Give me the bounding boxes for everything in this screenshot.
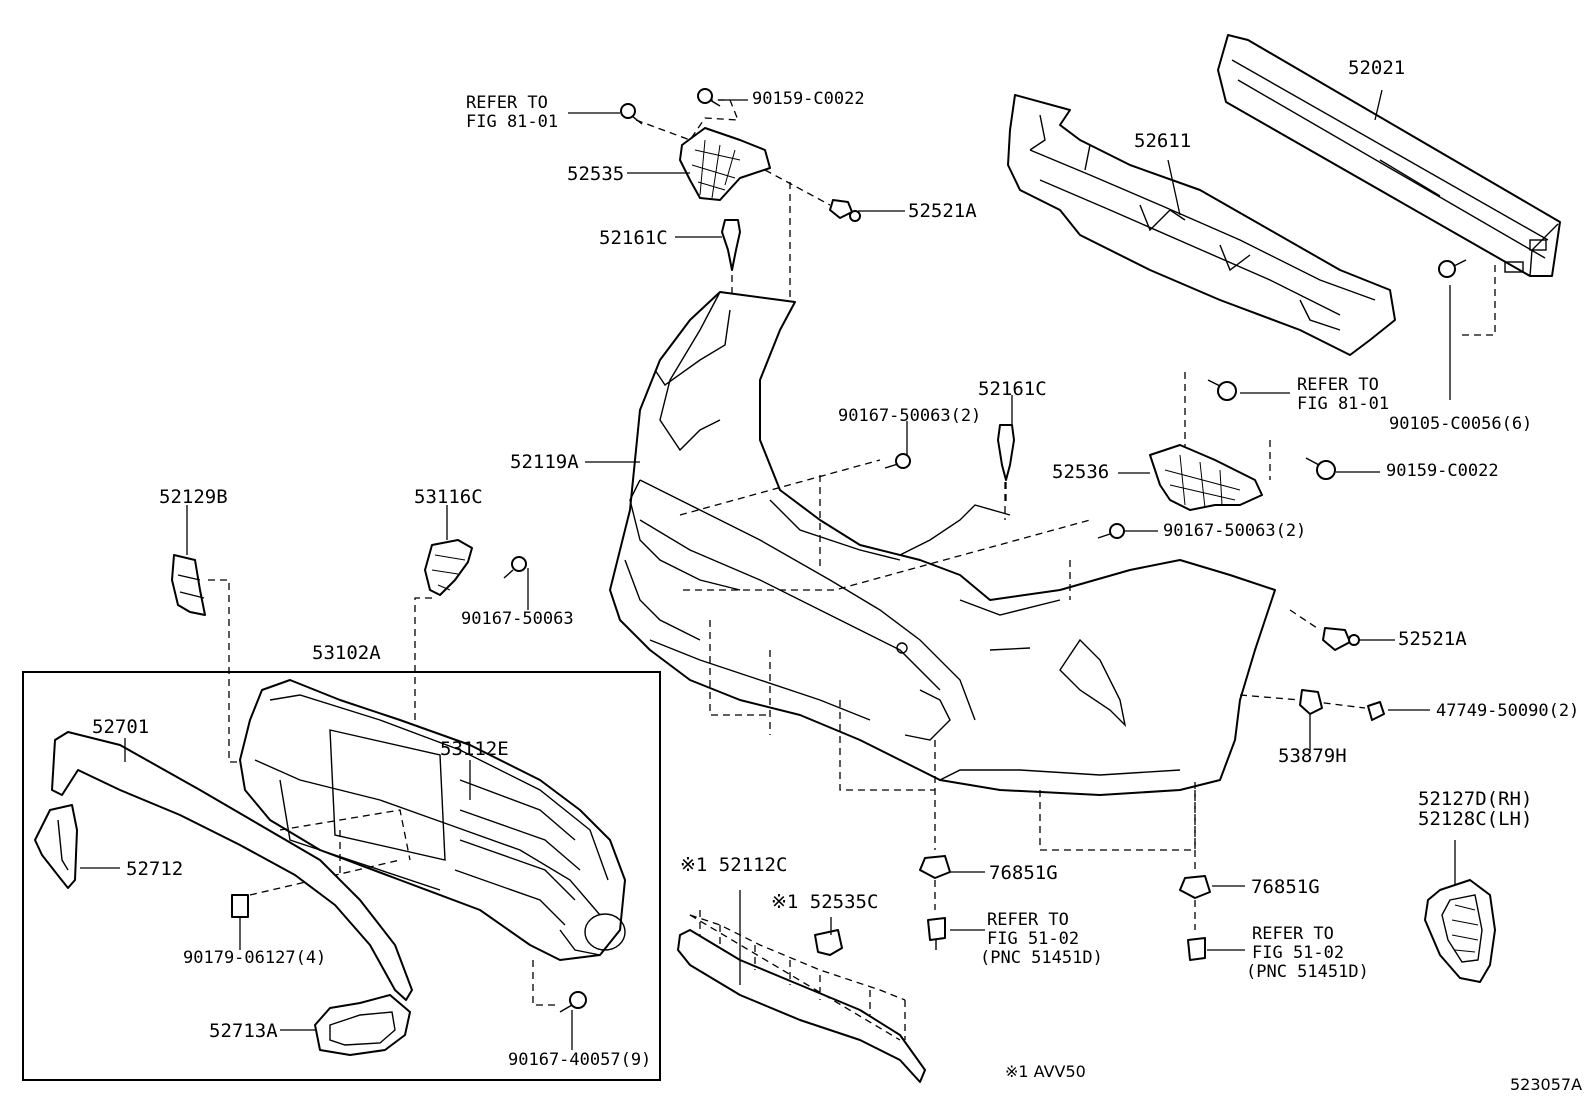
label-refer-mid-2: FIG 81-01 [1297,394,1389,414]
bracket-52536 [1149,444,1263,511]
label-52119A: 52119A [510,451,579,473]
bolt-icon [697,88,721,107]
label-52535: 52535 [567,163,624,185]
label-52112C: ※1 52112C [680,854,787,876]
grille-assembly-box [22,671,661,1081]
label-52127D: 52127D(RH) [1418,788,1532,810]
label-52713A: 52713A [209,1020,278,1042]
garnish-52713A [314,994,411,1056]
clip-icon [997,424,1015,481]
screw-icon [927,917,946,950]
label-53102A: 53102A [312,642,381,664]
label-76851G-right: 76851G [1251,876,1320,898]
energy-absorber-52611 [1007,94,1396,356]
label-53116C: 53116C [414,486,483,508]
label-90167-50063-2-top: 90167-50063(2) [838,406,981,426]
label-52701: 52701 [92,716,149,738]
label-52128C: 52128C(LH) [1418,808,1532,830]
label-refer-l-2: FIG 51-02 [987,929,1079,949]
clip-icon [721,219,741,271]
label-76851G-left: 76851G [989,862,1058,884]
label-refer-r-3: (PNC 51451D) [1246,962,1369,982]
garnish-52712 [34,804,78,889]
label-52021: 52021 [1348,57,1405,79]
nut-icon [231,894,249,918]
bolt-icon [1097,523,1125,539]
fog-lamp-cover-52127D [1424,879,1496,983]
label-90167-50063: 90167-50063 [461,609,574,629]
bracket-52129B [171,554,206,616]
label-refer-l-1: REFER TO [987,910,1069,930]
label-refer-l-3: (PNC 51451D) [980,948,1103,968]
bolt-icon [1305,457,1336,480]
lower-moulding-52112C [677,929,926,1083]
label-90167-50063-2-right: 90167-50063(2) [1163,521,1306,541]
bolt-icon [884,453,911,469]
label-52536: 52536 [1052,461,1109,483]
label-52535C: ※1 52535C [771,891,878,913]
label-90159-top: 90159-C0022 [752,89,865,109]
label-53112E: 53112E [440,738,509,760]
label-refer-top-2: FIG 81-01 [466,112,558,132]
bumper-reinforcement-52021 [1217,34,1561,277]
retainer-icon [1299,689,1323,715]
label-refer-top-1: REFER TO [466,93,548,113]
screw-icon [559,991,587,1013]
label-90105: 90105-C0056(6) [1389,414,1532,434]
clip-icon [814,929,843,956]
bolt-icon [1438,259,1467,278]
label-53879H: 53879H [1278,745,1347,767]
bolt-icon [1207,379,1237,401]
label-90167-40057: 90167-40057(9) [508,1050,651,1070]
label-52161C-right: 52161C [978,378,1047,400]
label-refer-mid-1: REFER TO [1297,375,1379,395]
clip-icon [1179,875,1211,899]
radiator-grille-53112E [239,679,626,961]
clip-icon [919,855,951,879]
bracket-53116C [424,539,473,596]
screw-icon [1367,701,1385,721]
label-52161C-left: 52161C [599,227,668,249]
label-90179: 90179-06127(4) [183,948,326,968]
bolt-icon [503,556,527,579]
label-refer-r-1: REFER TO [1252,924,1334,944]
screw-icon [1187,937,1206,961]
bracket-52535 [679,127,771,201]
footnote: ※1 AVV50 [1005,1062,1086,1081]
label-52521A-top: 52521A [908,200,977,222]
bumper-cover-52119A [609,291,1276,796]
label-52129B: 52129B [159,486,228,508]
moulding-52701 [51,731,413,1001]
label-refer-r-2: FIG 51-02 [1252,943,1344,963]
label-90159-right: 90159-C0022 [1386,461,1499,481]
label-47749: 47749-50090(2) [1436,701,1579,721]
label-52611: 52611 [1134,130,1191,152]
diagram-code: 523057A [1510,1075,1582,1094]
clip-icon [1322,627,1360,651]
label-52712: 52712 [126,858,183,880]
label-52521A-right: 52521A [1398,628,1467,650]
leader-lines [80,89,1456,1050]
clip-icon [829,199,861,222]
